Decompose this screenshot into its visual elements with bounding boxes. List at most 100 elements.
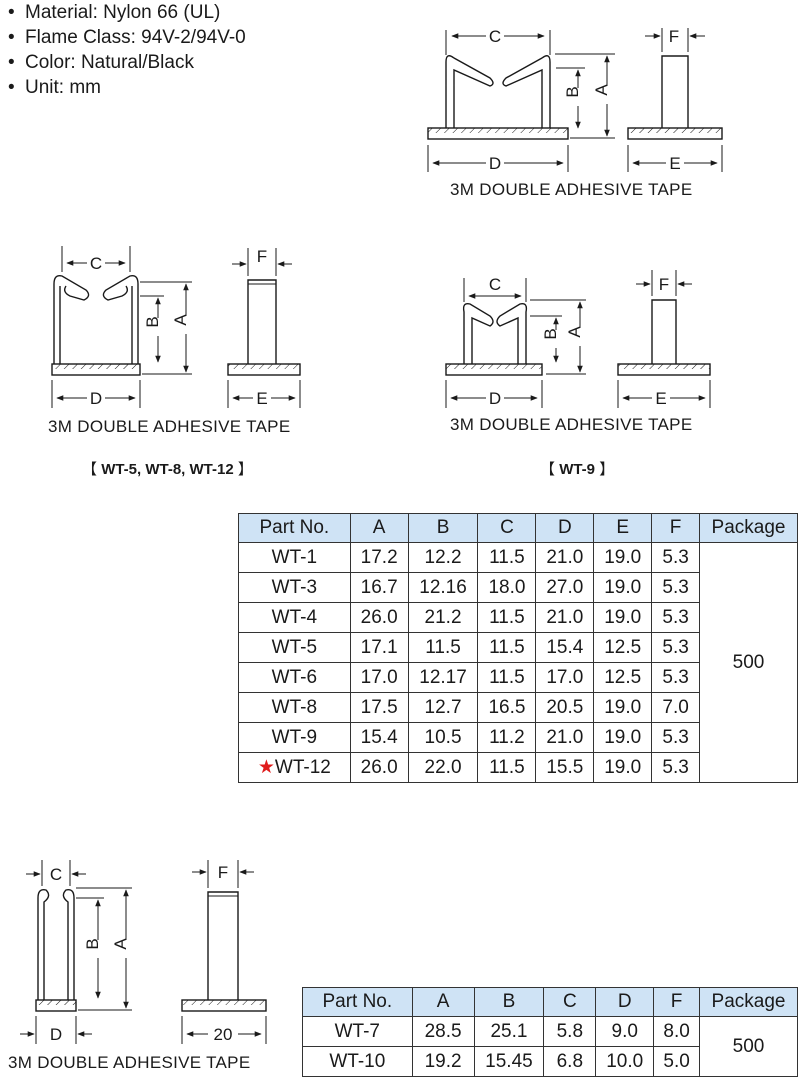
- header-cell: A: [411, 987, 475, 1017]
- value-cell: 17.5: [349, 692, 409, 723]
- part-number: WT-8: [271, 696, 318, 718]
- header-cell: Part No.: [238, 513, 351, 543]
- value-cell: 11.5: [477, 632, 537, 663]
- dim-e-2: E: [256, 389, 267, 408]
- dim-f-4: F: [218, 863, 228, 882]
- header-cell: Package: [699, 987, 798, 1017]
- dim-b-3: B: [541, 328, 560, 339]
- spec-material: Material: Nylon 66 (UL): [8, 0, 246, 25]
- part-number: WT-10: [329, 1050, 386, 1072]
- part-number-cell: ★WT-12: [238, 752, 351, 783]
- value-cell: 15.45: [473, 1046, 545, 1077]
- drawing-4-front-view: [20, 860, 132, 1044]
- value-cell: 16.7: [349, 572, 409, 603]
- value-cell: 17.0: [349, 662, 409, 693]
- value-cell: 28.5: [411, 1016, 475, 1047]
- value-cell: 17.2: [349, 542, 409, 573]
- drawing-2-front-view: [51, 246, 192, 408]
- package-cell: 500: [699, 542, 798, 783]
- dim-d-2: D: [90, 389, 102, 408]
- header-cell: E: [593, 513, 653, 543]
- tape-labels: 3M DOUBLE ADHESIVE TAPE 3M DOUBLE ADHESI…: [8, 180, 692, 1072]
- value-cell: 12.17: [407, 662, 479, 693]
- spec-color: Color: Natural/Black: [8, 50, 246, 75]
- star-icon: ★: [257, 757, 275, 778]
- drawing-1-front-view: [427, 30, 615, 172]
- dim-f-2: F: [257, 247, 267, 266]
- value-cell: 17.1: [349, 632, 409, 663]
- value-cell: 11.5: [477, 602, 537, 633]
- part-number: WT-5: [271, 636, 318, 658]
- value-cell: 5.3: [651, 662, 701, 693]
- tape-label-4: 3M DOUBLE ADHESIVE TAPE: [8, 1053, 250, 1072]
- value-cell: 12.16: [407, 572, 479, 603]
- value-cell: 22.0: [407, 752, 479, 783]
- header-cell: D: [595, 987, 655, 1017]
- value-cell: 19.0: [593, 572, 653, 603]
- value-cell: 12.5: [593, 632, 653, 663]
- value-cell: 12.2: [407, 542, 479, 573]
- part-number-cell: WT-5: [238, 632, 351, 663]
- value-cell: 11.2: [477, 722, 537, 753]
- dim-f-3: F: [659, 275, 669, 294]
- tape-label-3: 3M DOUBLE ADHESIVE TAPE: [450, 415, 692, 434]
- value-cell: 25.1: [473, 1016, 545, 1047]
- value-cell: 15.5: [535, 752, 595, 783]
- header-cell: F: [653, 987, 701, 1017]
- value-cell: 9.0: [595, 1016, 655, 1047]
- value-cell: 12.5: [593, 662, 653, 693]
- part-number-cell: WT-3: [238, 572, 351, 603]
- header-cell: A: [349, 513, 409, 543]
- value-cell: 5.0: [653, 1046, 701, 1077]
- header-cell: C: [543, 987, 597, 1017]
- header-cell: D: [535, 513, 595, 543]
- dim-e-3: E: [655, 389, 666, 408]
- value-cell: 6.8: [543, 1046, 597, 1077]
- value-cell: 5.3: [651, 602, 701, 633]
- dim-c-4: C: [50, 865, 62, 884]
- part-number: WT-9: [271, 726, 318, 748]
- part-number: WT-4: [271, 606, 318, 628]
- value-cell: 5.3: [651, 632, 701, 663]
- dim-d-1: D: [489, 154, 501, 173]
- value-cell: 10.0: [595, 1046, 655, 1077]
- value-cell: 5.3: [651, 542, 701, 573]
- caption-wt9: 【 WT-9 】: [540, 461, 615, 478]
- part-number: WT-7: [334, 1020, 380, 1042]
- part-number-cell: WT-6: [238, 662, 351, 693]
- value-cell: 11.5: [407, 632, 479, 663]
- value-cell: 15.4: [535, 632, 595, 663]
- tape-label-2: 3M DOUBLE ADHESIVE TAPE: [48, 417, 290, 436]
- dim-b-1: B: [563, 86, 582, 97]
- value-cell: 17.0: [535, 662, 595, 693]
- part-number: WT-3: [271, 576, 318, 598]
- dimension-labels: C F B A D E C F B A D E C F B A D E C F …: [50, 26, 684, 1044]
- dim-b-2: B: [143, 316, 162, 327]
- header-cell: B: [407, 513, 479, 543]
- value-cell: 11.5: [477, 662, 537, 693]
- header-cell: Package: [699, 513, 798, 543]
- caption-wt5-wt8-wt12: 【 WT-5, WT-8, WT-12 】: [82, 461, 253, 478]
- dim-width-20: 20: [214, 1025, 233, 1044]
- spec-list: Material: Nylon 66 (UL) Flame Class: 94V…: [8, 0, 246, 100]
- value-cell: 11.5: [477, 752, 537, 783]
- part-number-cell: WT-7: [302, 1016, 413, 1047]
- dim-d-3: D: [489, 389, 501, 408]
- dim-c-2: C: [90, 254, 102, 273]
- dim-d-4: D: [50, 1025, 62, 1044]
- value-cell: 26.0: [349, 602, 409, 633]
- value-cell: 19.0: [593, 752, 653, 783]
- value-cell: 20.5: [535, 692, 595, 723]
- value-cell: 18.0: [477, 572, 537, 603]
- part-number-cell: WT-9: [238, 722, 351, 753]
